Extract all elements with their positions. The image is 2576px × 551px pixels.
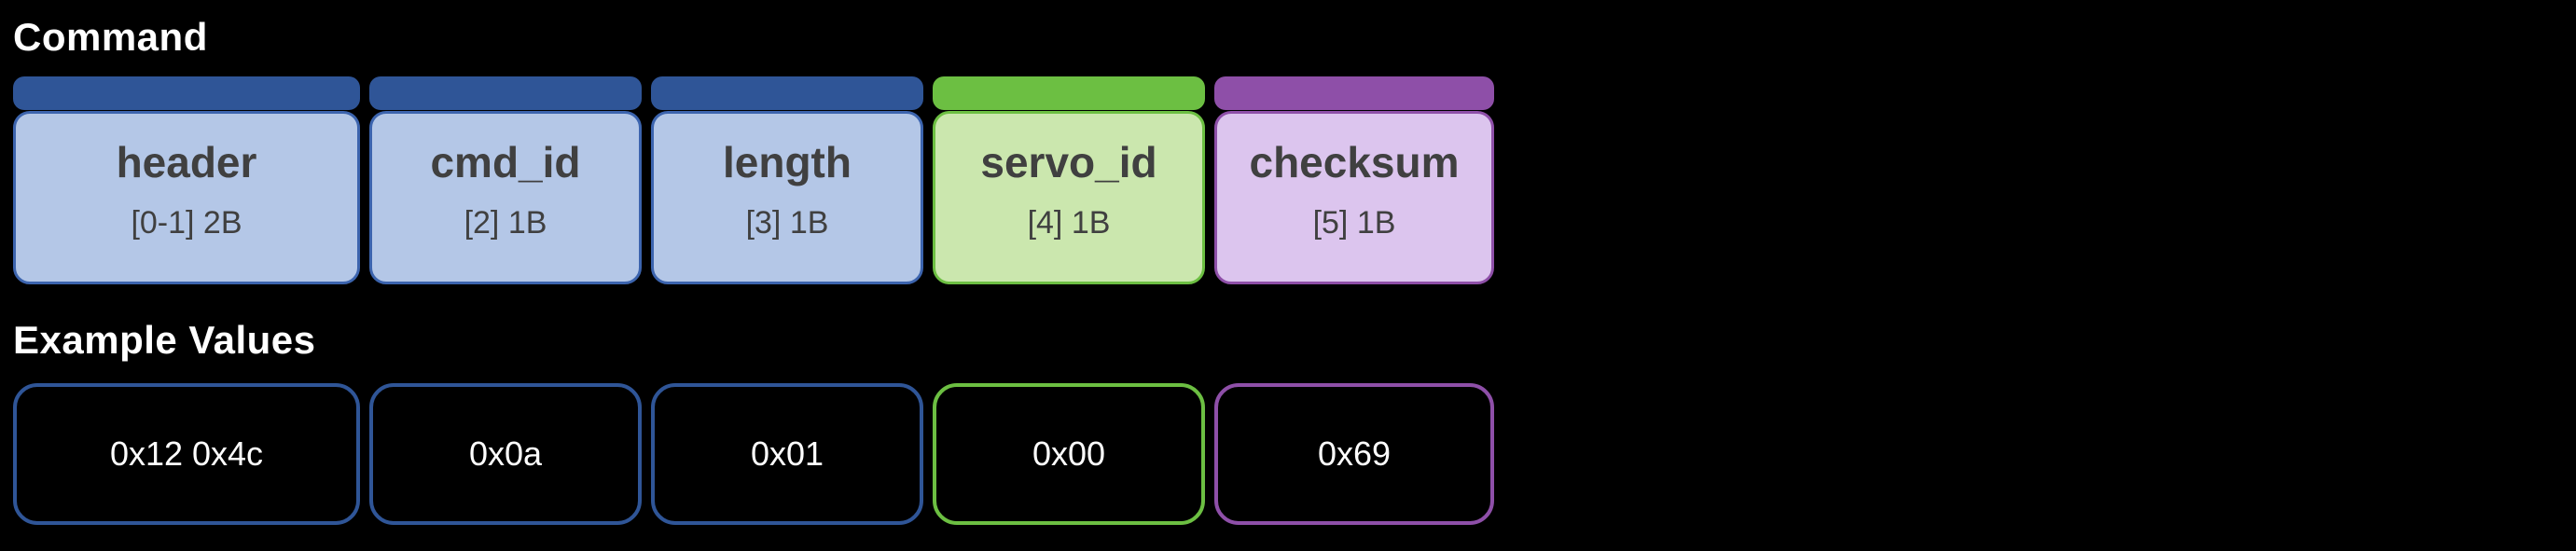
command-heading: Command bbox=[13, 15, 208, 59]
field-body: header [0-1] 2B bbox=[13, 111, 360, 284]
field-name: cmd_id bbox=[430, 138, 581, 186]
byte-field-card-servo-id: servo_id [4] 1B bbox=[933, 76, 1205, 284]
field-name: length bbox=[723, 138, 852, 186]
example-value-box-header: 0x12 0x4c bbox=[13, 383, 360, 525]
field-color-tab bbox=[369, 76, 642, 110]
example-value: 0x01 bbox=[750, 434, 824, 473]
byte-field-card-cmd-id: cmd_id [2] 1B bbox=[369, 76, 642, 284]
example-values-heading: Example Values bbox=[13, 318, 316, 362]
example-value: 0x0a bbox=[468, 434, 543, 473]
example-value-box-servo-id: 0x00 bbox=[933, 383, 1205, 525]
field-body: checksum [5] 1B bbox=[1214, 111, 1494, 284]
example-value: 0x00 bbox=[1032, 434, 1106, 473]
example-value-box-checksum: 0x69 bbox=[1214, 383, 1494, 525]
example-values-row: 0x12 0x4c 0x0a 0x01 0x00 0x69 bbox=[13, 383, 2576, 525]
field-name: servo_id bbox=[980, 138, 1157, 186]
field-color-tab bbox=[13, 76, 360, 110]
field-color-tab bbox=[651, 76, 923, 110]
byte-field-card-header: header [0-1] 2B bbox=[13, 76, 360, 284]
example-value-box-cmd-id: 0x0a bbox=[369, 383, 642, 525]
field-color-tab bbox=[933, 76, 1205, 110]
field-byte-range: [0-1] 2B bbox=[131, 205, 242, 241]
byte-field-card-checksum: checksum [5] 1B bbox=[1214, 76, 1494, 284]
byte-field-card-length: length [3] 1B bbox=[651, 76, 923, 284]
field-byte-range: [3] 1B bbox=[745, 205, 829, 241]
field-body: cmd_id [2] 1B bbox=[369, 111, 642, 284]
example-value-box-length: 0x01 bbox=[651, 383, 923, 525]
example-value: 0x69 bbox=[1317, 434, 1392, 473]
field-body: servo_id [4] 1B bbox=[933, 111, 1205, 284]
example-value: 0x12 0x4c bbox=[109, 434, 264, 473]
field-body: length [3] 1B bbox=[651, 111, 923, 284]
field-name: header bbox=[116, 138, 257, 186]
field-byte-range: [5] 1B bbox=[1312, 205, 1396, 241]
field-byte-range: [4] 1B bbox=[1027, 205, 1111, 241]
field-name: checksum bbox=[1249, 138, 1460, 186]
byte-fields-row: header [0-1] 2B cmd_id [2] 1B length [3]… bbox=[13, 76, 2576, 284]
field-byte-range: [2] 1B bbox=[464, 205, 547, 241]
field-color-tab bbox=[1214, 76, 1494, 110]
